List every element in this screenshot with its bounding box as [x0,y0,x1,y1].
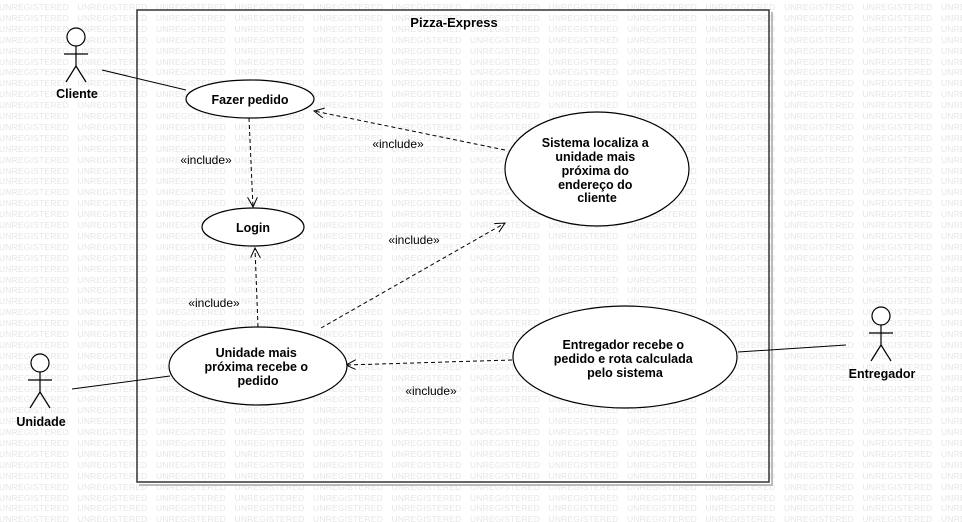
actor-entregador[interactable]: Entregador [849,306,916,381]
use-case-entregador-recebe[interactable]: Entregador recebe o pedido e rota calcul… [512,305,738,409]
use-case-unidade-recebe-label: Unidade mais próxima recebe o pedido [205,346,312,388]
include-arrow-fazer-login [249,117,253,207]
use-case-unidade-recebe[interactable]: Unidade mais próxima recebe o pedido [168,326,348,406]
use-case-login[interactable]: Login [201,207,305,247]
association-cliente-fazer-pedido [101,69,187,91]
use-case-fazer-pedido[interactable]: Fazer pedido [185,79,315,119]
actor-cliente-label: Cliente [56,87,98,101]
include-label-entregador-unidade: «include» [405,384,457,398]
include-arrow-localiza-fazer [314,111,506,151]
actor-unidade[interactable]: Unidade [16,353,66,429]
use-case-entregador-recebe-label: Entregador recebe o pedido e rota calcul… [554,338,696,380]
use-case-sistema-localiza[interactable]: Sistema localiza a unidade mais próxima … [504,111,690,227]
system-title: Pizza-Express [410,15,497,30]
use-case-sistema-localiza-label: Sistema localiza a unidade mais próxima … [542,136,653,205]
actor-unidade-label: Unidade [16,415,65,429]
include-label-localiza-fazer: «include» [372,137,424,151]
use-case-fazer-pedido-label: Fazer pedido [211,93,288,107]
association-unidade-unidade-recebe [71,375,171,390]
include-label-fazer-login: «include» [180,153,232,167]
system-boundary: Pizza-Express [136,9,773,486]
include-arrow-unidade-login [255,248,258,328]
include-label-unidade-localiza: «include» [388,233,440,247]
use-case-login-label: Login [236,221,270,235]
actor-cliente[interactable]: Cliente [56,27,98,101]
include-arrow-entregador-unidade [346,360,513,365]
include-label-unidade-login: «include» [188,296,240,310]
include-arrow-unidade-localiza [320,223,505,329]
actor-entregador-label: Entregador [849,367,916,381]
association-entregador-entregador-recebe [737,344,847,353]
